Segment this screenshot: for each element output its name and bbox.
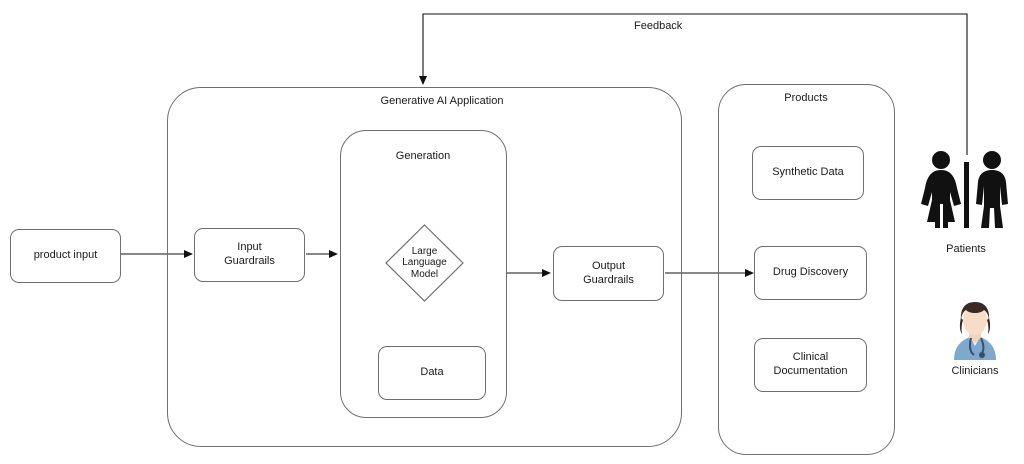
container-products xyxy=(718,84,895,455)
node-label-synthetic-data: Synthetic Data xyxy=(772,166,844,179)
node-label-output-guardrails: Output Guardrails xyxy=(583,260,634,288)
diamond-shape-icon xyxy=(385,224,464,302)
node-label-line-2: Guardrails xyxy=(583,273,634,286)
arrow-feedback-loop xyxy=(419,13,968,155)
node-data[interactable]: Data xyxy=(378,346,486,400)
container-generation xyxy=(340,130,507,418)
edge-label-feedback: Feedback xyxy=(634,20,683,32)
container-title-products: Products xyxy=(784,92,828,104)
node-label-data: Data xyxy=(420,366,444,379)
node-label-line-1: Clinical xyxy=(792,351,829,364)
node-large-language-model[interactable]: Large Language Model xyxy=(385,224,464,302)
node-label-line-1: Large xyxy=(411,245,438,257)
node-label-product-input: product input xyxy=(33,249,98,262)
node-label-line-2: Language xyxy=(402,257,447,269)
node-label-line-1: Input xyxy=(237,241,262,254)
node-label-large-language-model: Large Language Model xyxy=(390,246,460,281)
node-drug-discovery[interactable]: Drug Discovery xyxy=(754,246,867,300)
node-synthetic-data[interactable]: Synthetic Data xyxy=(752,146,864,200)
clinician-avatar-icon xyxy=(954,302,996,360)
node-label-input-guardrails: Input Guardrails xyxy=(224,241,275,269)
node-product-input[interactable]: product input xyxy=(10,229,121,283)
container-generative-ai-application xyxy=(167,87,682,447)
container-title-generation: Generation xyxy=(395,150,451,162)
node-label-line-2: Guardrails xyxy=(224,255,275,267)
actor-clinicians: Clinicians xyxy=(934,298,1016,377)
people-pair-icon xyxy=(921,151,1008,228)
actor-label-clinicians: Clinicians xyxy=(951,365,999,377)
node-label-clinical-documentation: Clinical Documentation xyxy=(774,351,848,379)
node-label-drug-discovery: Drug Discovery xyxy=(772,266,849,279)
node-label-line-2: Documentation xyxy=(773,365,848,377)
actor-patients: Patients xyxy=(916,148,1016,255)
node-input-guardrails[interactable]: Input Guardrails xyxy=(194,228,305,282)
node-clinical-documentation[interactable]: Clinical Documentation xyxy=(754,338,867,392)
node-label-line-3: Model xyxy=(410,268,439,280)
node-label-line-1: Output xyxy=(591,259,626,272)
actor-label-patients: Patients xyxy=(946,243,986,255)
container-title-generative-ai-application: Generative AI Application xyxy=(380,95,504,107)
node-output-guardrails[interactable]: Output Guardrails xyxy=(553,246,664,301)
